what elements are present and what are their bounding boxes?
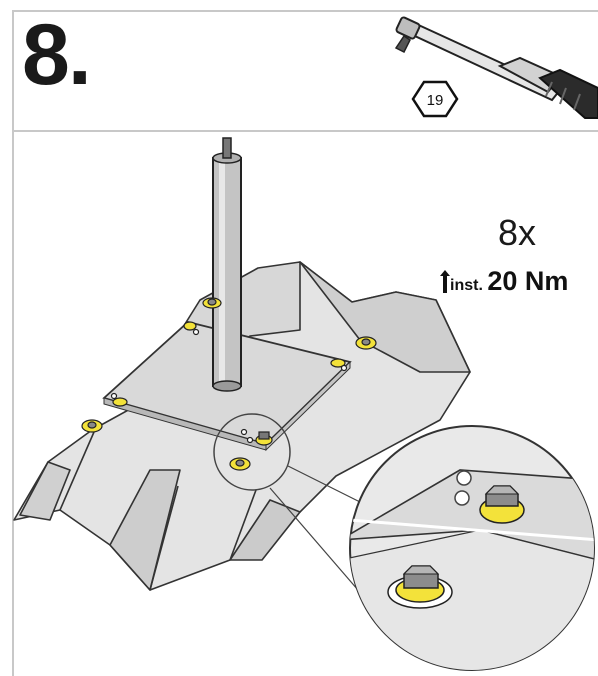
socket-size-label: 19 (427, 92, 444, 109)
header-divider (12, 130, 598, 132)
fastener-count: 8x (498, 212, 537, 253)
step-number: 8. (22, 7, 92, 103)
torque-spec: inst. 20 Nm (440, 266, 568, 297)
torque-wrench-icon (394, 16, 598, 119)
frame-top-border (12, 10, 598, 12)
detail-magnified-view (349, 425, 595, 671)
callout-line-bottom (269, 487, 359, 591)
torque-value: 20 Nm (487, 266, 569, 296)
torque-prefix: inst. (450, 277, 483, 294)
vertical-post (212, 137, 242, 392)
detail-callout-small (213, 413, 291, 491)
frame-left-border (12, 10, 14, 676)
callout-line-top (287, 465, 373, 509)
torque-symbol-icon (440, 270, 450, 293)
hex-socket-icon (411, 80, 459, 118)
fastener-screws (81, 297, 377, 471)
